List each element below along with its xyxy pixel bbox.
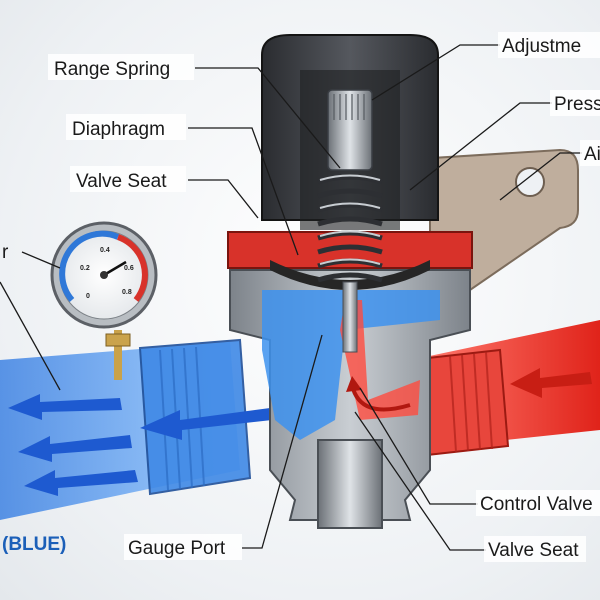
leader-outlet xyxy=(0,281,61,391)
diaphragm-membrane xyxy=(270,260,430,290)
label-valve-seat-top: Valve Seat xyxy=(76,171,167,192)
leader-adjustment xyxy=(371,44,500,101)
label-air: Ai xyxy=(584,144,600,165)
gauge-needle xyxy=(103,260,127,277)
bottom-stem xyxy=(317,439,383,529)
leader-lines xyxy=(0,44,582,551)
gauge-pivot xyxy=(100,271,108,279)
gauge-red-arc xyxy=(116,234,148,302)
label-gauge-port: Gauge Port xyxy=(128,538,226,559)
range-spring xyxy=(317,174,383,283)
valve-stem xyxy=(342,281,358,353)
label-control-valve: Control Valve xyxy=(480,494,593,515)
leader-valve-seat-top xyxy=(188,179,259,219)
leader-gauge-port xyxy=(242,334,323,549)
leader-air xyxy=(499,152,582,201)
flow-arrow-blue-2 xyxy=(8,394,122,420)
flow-arrow-blue-1 xyxy=(140,408,272,440)
gauge-nut xyxy=(105,333,131,347)
range-spring-highlight xyxy=(319,174,381,265)
gauge-tick-06: 0.6 xyxy=(124,265,134,272)
leader-valve-seat-bottom xyxy=(354,411,486,551)
adjustment-screw xyxy=(327,89,373,171)
gauge-blue-arc xyxy=(59,230,120,302)
leader-control-valve xyxy=(359,387,478,505)
outlet-flow-arrows xyxy=(8,394,272,496)
screw-knurl xyxy=(333,94,365,120)
leader-pressure xyxy=(409,102,552,191)
outlet-threads xyxy=(159,346,205,491)
label-gauge: r xyxy=(2,242,9,263)
label-adjustment: Adjustme xyxy=(502,36,581,57)
flow-curve-head xyxy=(346,376,362,392)
flow-arrow-blue-4 xyxy=(24,470,138,496)
leader-range-spring xyxy=(195,67,341,169)
label-pressure: Press xyxy=(554,94,600,115)
outlet-chamber xyxy=(262,290,440,440)
inlet-threads xyxy=(449,351,493,453)
outlet-fitting xyxy=(138,338,252,496)
gauge-tick-08: 0.8 xyxy=(122,289,132,296)
label-range-spring: Range Spring xyxy=(54,59,170,80)
gauge-tick-0: 0 xyxy=(86,293,90,300)
gauge-tick-04: 0.4 xyxy=(100,247,110,254)
flow-arrow-blue-3 xyxy=(18,435,132,462)
flow-arrow-red xyxy=(510,368,592,398)
callout-labels: Range Spring Diaphragm Valve Seat Adjust… xyxy=(2,32,600,562)
label-diaphragm: Diaphragm xyxy=(72,119,165,140)
diaphragm-ring xyxy=(227,231,473,269)
bracket-hole xyxy=(515,167,545,197)
leader-diaphragm xyxy=(188,127,299,256)
leader-gauge xyxy=(21,251,61,269)
label-blue-tag: (BLUE) xyxy=(2,534,66,555)
label-valve-seat-bottom: Valve Seat xyxy=(488,540,579,561)
gauge-tick-02: 0.2 xyxy=(80,265,90,272)
